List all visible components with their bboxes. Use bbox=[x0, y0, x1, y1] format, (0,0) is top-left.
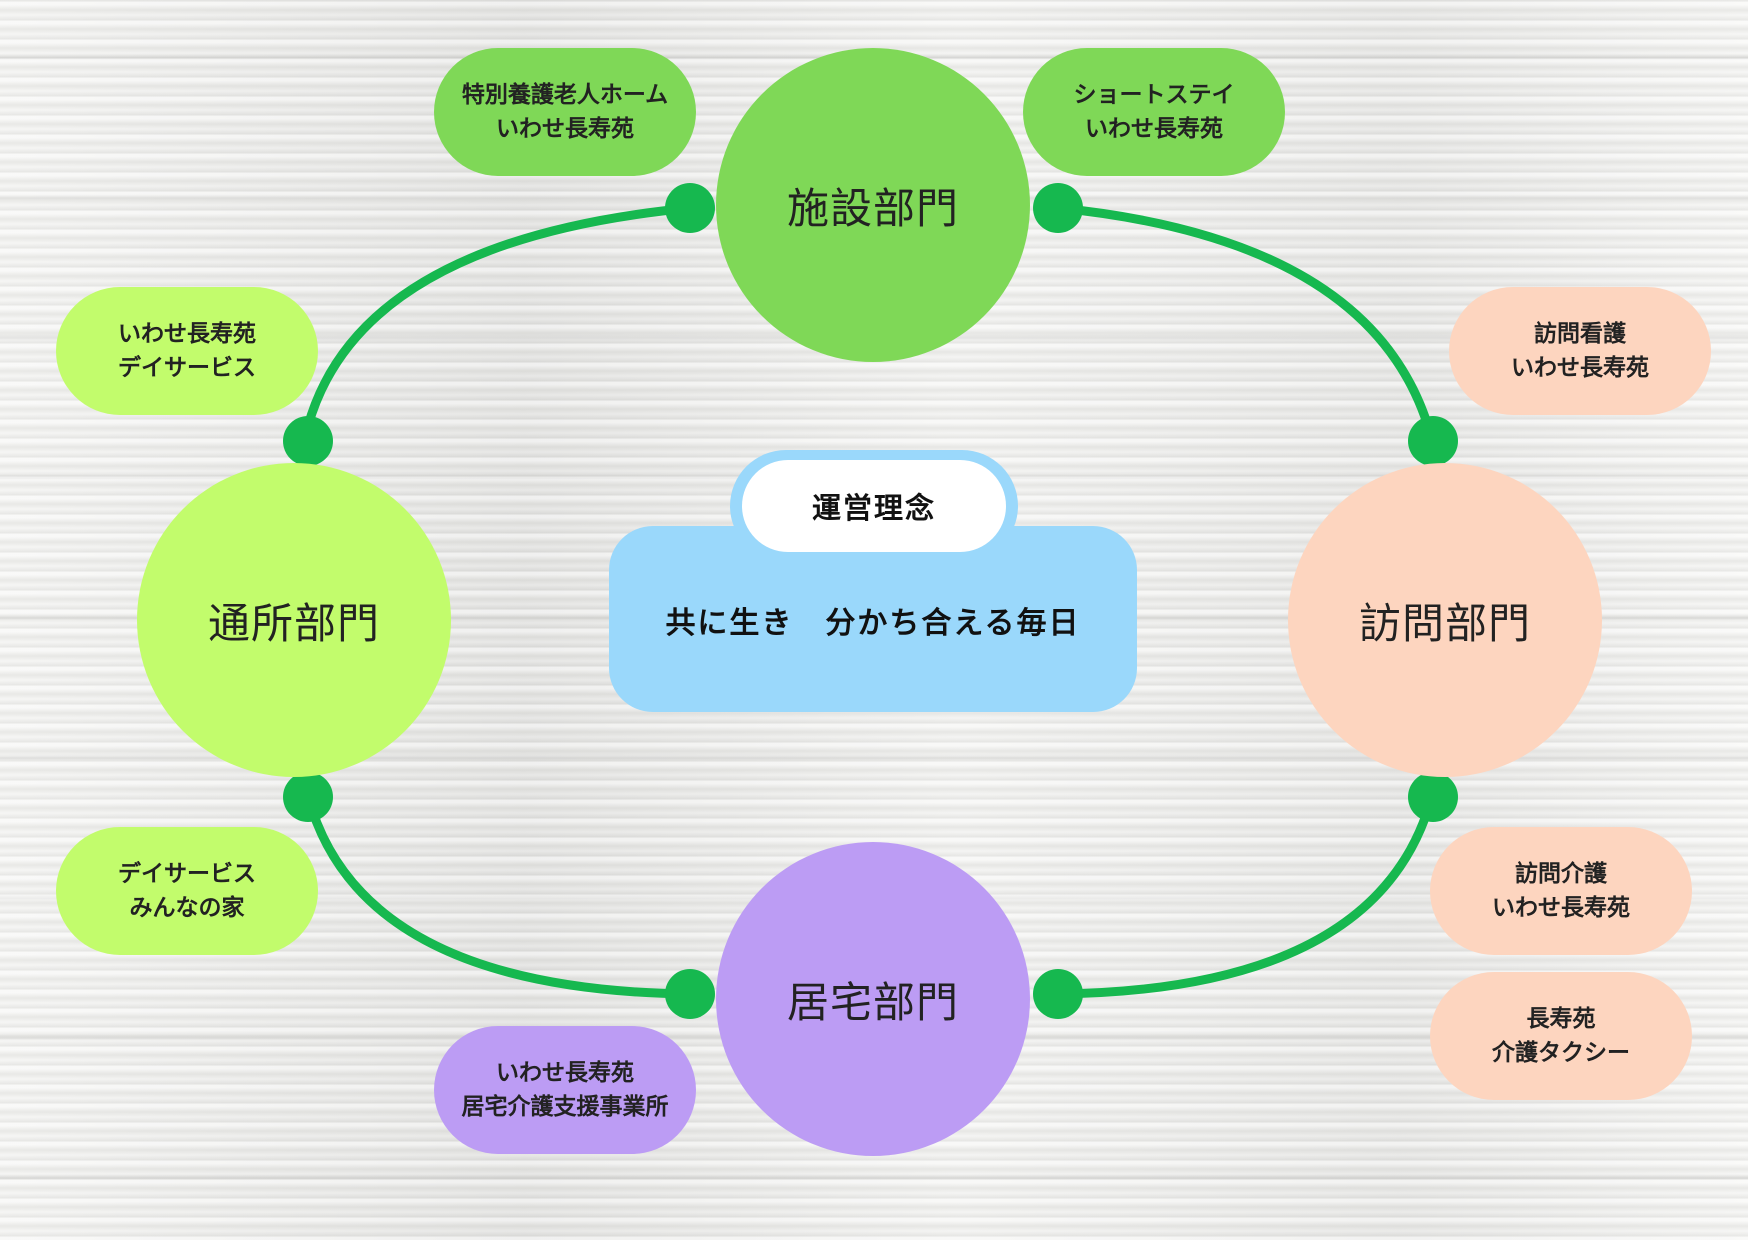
department-visiting: 訪問部門 bbox=[1288, 463, 1602, 777]
service-line: いわせ長寿苑 bbox=[118, 321, 256, 347]
connector-dot-day-bottom bbox=[283, 772, 333, 822]
philosophy-motto: 共に生き 分かち合える毎日 bbox=[609, 590, 1137, 650]
service-line: いわせ長寿苑 bbox=[496, 116, 634, 142]
service-line: みんなの家 bbox=[129, 895, 245, 921]
philosophy-motto-text: 共に生き 分かち合える毎日 bbox=[665, 606, 1081, 641]
department-home-care-label: 居宅部門 bbox=[786, 977, 959, 1027]
department-home-care: 居宅部門 bbox=[716, 842, 1030, 1156]
arc-visiting-to-homecare bbox=[1057, 794, 1437, 999]
department-visiting-label: 訪問部門 bbox=[1358, 598, 1531, 648]
connector-dot-day-top bbox=[283, 416, 333, 466]
philosophy-heading-text: 運営理念 bbox=[811, 491, 936, 525]
service-line: いわせ長寿苑 bbox=[496, 1060, 634, 1086]
connector-dot-homecare-left bbox=[665, 969, 715, 1019]
service-line: いわせ長寿苑 bbox=[1085, 116, 1223, 142]
department-day-service: 通所部門 bbox=[137, 463, 451, 777]
service-line: いわせ長寿苑 bbox=[1511, 355, 1649, 381]
service-line: デイサービス bbox=[118, 355, 256, 381]
service-short-stay: ショートステイ いわせ長寿苑 bbox=[1023, 48, 1285, 176]
service-line: いわせ長寿苑 bbox=[1492, 895, 1630, 921]
department-day-service-label: 通所部門 bbox=[207, 598, 380, 648]
service-visiting-nursing: 訪問看護 いわせ長寿苑 bbox=[1449, 287, 1711, 415]
arc-facility-to-day bbox=[303, 203, 691, 428]
service-line: 特別養護老人ホーム bbox=[461, 82, 669, 108]
service-line: 訪問介護 bbox=[1515, 861, 1607, 887]
service-care-taxi: 長寿苑 介護タクシー bbox=[1430, 972, 1692, 1100]
service-line: 居宅介護支援事業所 bbox=[461, 1094, 669, 1120]
philosophy-heading: 運営理念 bbox=[742, 460, 1006, 552]
department-facility-label: 施設部門 bbox=[786, 183, 959, 233]
connector-dot-homecare-right bbox=[1033, 969, 1083, 1019]
service-day-service-minna: デイサービス みんなの家 bbox=[56, 827, 318, 955]
service-line: ショートステイ bbox=[1073, 82, 1235, 108]
service-care-support-office: いわせ長寿苑 居宅介護支援事業所 bbox=[434, 1026, 696, 1154]
service-nursing-home: 特別養護老人ホーム いわせ長寿苑 bbox=[434, 48, 696, 176]
service-line: デイサービス bbox=[118, 861, 256, 887]
connector-dot-facility-right bbox=[1033, 183, 1083, 233]
service-visiting-care: 訪問介護 いわせ長寿苑 bbox=[1430, 827, 1692, 955]
connector-dot-facility-left bbox=[665, 183, 715, 233]
department-facility: 施設部門 bbox=[716, 48, 1030, 362]
service-line: 介護タクシー bbox=[1492, 1040, 1630, 1066]
arc-day-to-homecare bbox=[303, 794, 691, 999]
service-line: 訪問看護 bbox=[1534, 321, 1626, 347]
connector-dot-visiting-bottom bbox=[1408, 772, 1458, 822]
service-line: 長寿苑 bbox=[1526, 1006, 1596, 1032]
connector-dot-visiting-top bbox=[1408, 416, 1458, 466]
service-day-service-iwase: いわせ長寿苑 デイサービス bbox=[56, 287, 318, 415]
arc-facility-to-visiting bbox=[1057, 203, 1437, 442]
